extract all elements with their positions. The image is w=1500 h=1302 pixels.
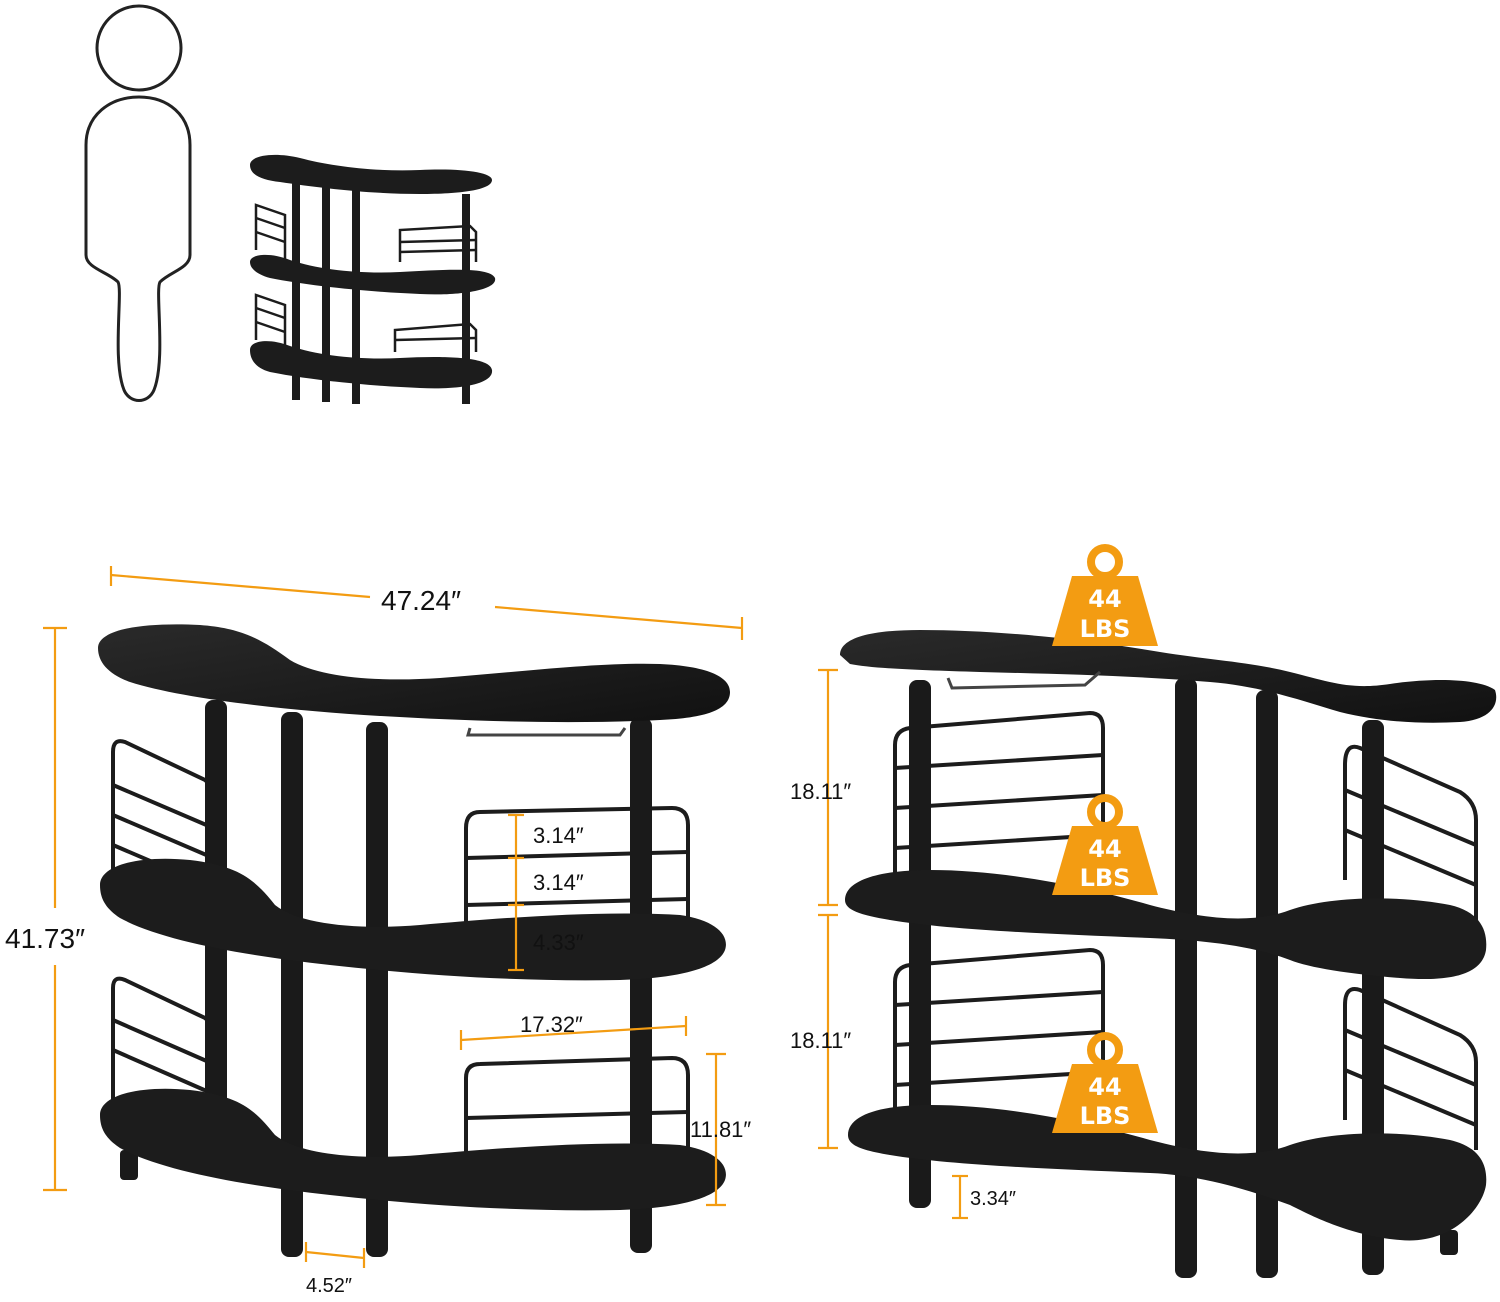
width-label: 47.24″ (381, 585, 461, 616)
load-badge-bottom: 44 LBS (1052, 1032, 1158, 1133)
load-weight-bottom: 44 (1088, 1073, 1121, 1101)
leg-height-label: 3.34″ (970, 1188, 1016, 1210)
leg-width-label: 4.52″ (306, 1275, 352, 1297)
rack-gap-1-label: 3.14″ (533, 823, 584, 848)
side-view-bar-table (840, 630, 1497, 1278)
height-label: 41.73″ (5, 923, 85, 954)
width-dimension-line-left (110, 573, 371, 599)
front-view-bar-table (98, 624, 730, 1257)
small-bar-table-illustration (250, 154, 496, 404)
human-silhouette-icon (84, 4, 192, 402)
rack-gap-2-label: 3.14″ (533, 870, 584, 895)
load-unit-middle: LBS (1080, 864, 1131, 892)
lower-clearance-label: 18.11″ (790, 1028, 851, 1053)
load-unit-bottom: LBS (1080, 1102, 1131, 1130)
upper-clearance-label: 18.11″ (790, 779, 851, 804)
load-badge-top: 44 LBS (1052, 544, 1158, 646)
rack-height-label: 11.81″ (690, 1117, 751, 1142)
width-dimension-line-right (494, 605, 743, 630)
rack-width-label: 17.32″ (520, 1012, 583, 1037)
load-unit-top: LBS (1080, 615, 1131, 643)
load-weight-top: 44 (1088, 585, 1121, 613)
load-badge-middle: 44 LBS (1052, 794, 1158, 895)
load-weight-middle: 44 (1088, 835, 1121, 863)
rack-bottom-label: 4.33″ (533, 930, 584, 955)
